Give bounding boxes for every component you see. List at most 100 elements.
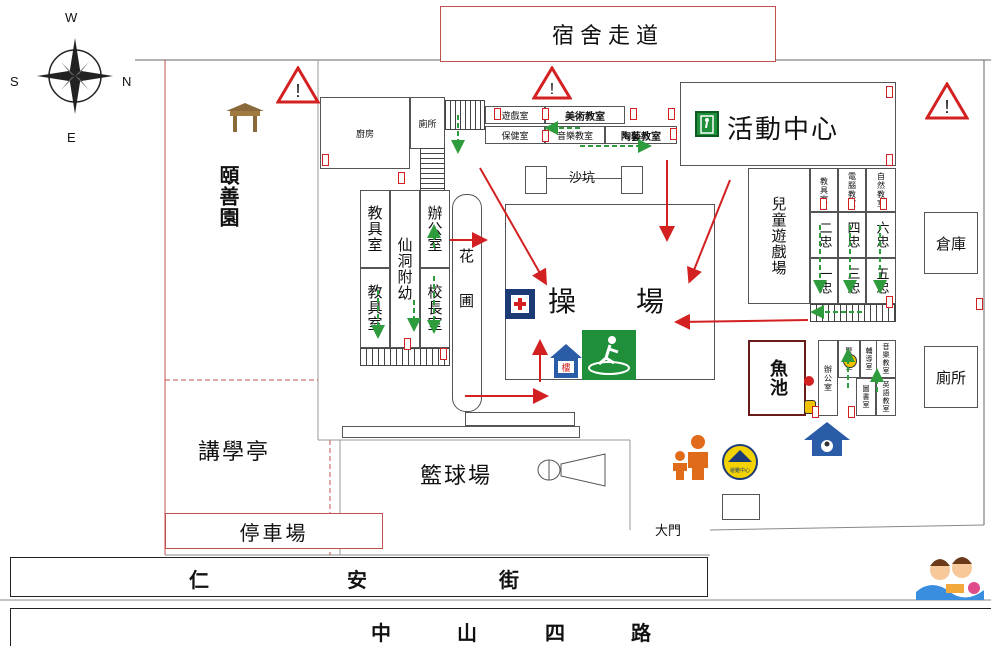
dorm-corridor-label: 宿舍走道 (551, 24, 664, 49)
warehouse[interactable]: 倉庫 (924, 212, 978, 274)
playground-label: 操 場 (548, 285, 681, 318)
room-office-2-label: 辦公室 (823, 364, 833, 392)
room-class-3-label: 三忠 (844, 267, 860, 295)
fish-pond-label: 魚池 (767, 359, 788, 397)
fire-extinguisher-icon (542, 130, 549, 142)
fire-extinguisher-icon (494, 108, 501, 120)
room-class-4-label: 四忠 (844, 221, 860, 249)
room-class-3[interactable]: 三忠 (838, 258, 866, 304)
people-icon (668, 434, 714, 480)
compass: W S N E (10, 8, 140, 145)
street-renan-char: 街 (499, 568, 519, 592)
room-teaching-aids-1[interactable]: 教具室 (360, 190, 390, 268)
room-english[interactable]: 英語教室 (876, 378, 896, 416)
room-class-1[interactable]: 一忠 (810, 258, 838, 304)
room-office[interactable]: 辦公室 (420, 190, 450, 268)
room-music2-label: 音樂教室 (882, 343, 890, 375)
evacuation-point-icon: 樓 (550, 344, 582, 378)
room-class-4[interactable]: 四忠 (838, 212, 866, 258)
room-art[interactable]: 美術教室 (545, 106, 625, 124)
room-library[interactable]: 圖書室 (856, 378, 876, 416)
compass-rose-icon (37, 38, 113, 114)
fire-extinguisher-icon (820, 198, 827, 210)
fire-extinguisher-icon (886, 296, 893, 308)
fire-extinguisher-icon (886, 154, 893, 166)
room-toilet-top-label: 廁所 (418, 119, 437, 130)
room-class-2[interactable]: 二忠 (810, 212, 838, 258)
pavilion-icon (224, 103, 266, 133)
room-office-2[interactable]: 辦公室 (818, 340, 838, 416)
room-toilet-top[interactable]: 廁所 (410, 97, 445, 149)
room-aids-small[interactable]: 教具室 (810, 168, 838, 212)
yishan-garden-label: 頤善園 (216, 165, 240, 228)
fire-extinguisher-icon (848, 198, 855, 210)
parking[interactable]: 停車場 (165, 513, 383, 549)
gate-booth (722, 494, 760, 520)
fire-extinguisher-icon (670, 128, 677, 140)
dorm-corridor: 宿舍走道 (440, 6, 776, 62)
flower-bed (452, 194, 482, 412)
compass-w: W (65, 10, 78, 25)
room-computer-label: 電腦教室 (847, 172, 857, 208)
toilet-right[interactable]: 廁所 (924, 346, 978, 408)
room-aids-small-label: 教具室 (819, 176, 829, 204)
room-class-6[interactable]: 六忠 (866, 212, 896, 258)
fish-pond: 魚池 (748, 340, 806, 416)
room-class-5-label: 五忠 (873, 267, 889, 295)
pavilion-label: 講學亭 (198, 440, 271, 465)
room-ceramic[interactable]: 陶藝教室 (605, 126, 677, 144)
room-kindergarten-label: 仙洞附幼 (395, 237, 414, 301)
room-music[interactable]: 音樂教室 (545, 126, 605, 144)
activity-center[interactable]: 活動中心 (680, 82, 896, 166)
basketball-label: 籃球場 (420, 464, 493, 489)
room-english-label: 英語教室 (882, 381, 890, 413)
fire-extinguisher-icon (404, 338, 411, 350)
walkway (342, 426, 580, 438)
fire-extinguisher-icon (542, 108, 549, 120)
parking-label: 停車場 (239, 520, 309, 545)
svg-text:!: ! (944, 97, 949, 117)
toilet-right-label: 廁所 (935, 368, 966, 387)
warning-triangle-icon: ! (275, 65, 321, 104)
room-class-2-label: 二忠 (816, 221, 832, 249)
room-kitchen[interactable]: 廚房 (320, 97, 410, 169)
fire-extinguisher-icon (848, 406, 855, 418)
first-aid-icon (505, 289, 535, 319)
room-nature-label: 自然教室 (876, 172, 886, 208)
room-principal[interactable]: 校長室 (420, 268, 450, 348)
room-computer[interactable]: 電腦教室 (838, 168, 866, 212)
room-teaching-aids-2-label: 教具室 (365, 284, 384, 332)
emergency-exit-icon (695, 111, 719, 137)
alarm-icon (804, 376, 814, 386)
warehouse-label: 倉庫 (935, 234, 966, 253)
street-zhongshan: 中 山 四 路 (10, 608, 991, 646)
room-health[interactable]: 保健室 (485, 126, 545, 144)
walkway (465, 412, 575, 426)
compass-n: N (122, 74, 132, 89)
warning-triangle-icon: ! (924, 81, 970, 120)
sandpit: 沙坑 (525, 166, 643, 194)
room-teaching-aids-2[interactable]: 教具室 (360, 268, 390, 348)
room-kitchen-label: 廚房 (355, 129, 374, 140)
room-nature[interactable]: 自然教室 (866, 168, 896, 212)
fire-extinguisher-icon (880, 198, 887, 210)
room-art-label: 美術教室 (565, 111, 605, 123)
fire-extinguisher-icon (322, 154, 329, 166)
svg-text:樓: 樓 (561, 362, 570, 374)
stairs (445, 100, 485, 130)
room-health-label: 保健室 (501, 131, 529, 142)
kids-mascot-icon (912, 548, 988, 604)
street-renan-char: 仁 (189, 568, 209, 592)
kids-playground[interactable]: 兒童遊戲場 (748, 168, 810, 304)
fire-extinguisher-icon (886, 86, 893, 98)
stairs (810, 304, 896, 322)
street-zhongshan-char: 山 (457, 621, 477, 645)
room-office-label: 辦公室 (425, 205, 444, 253)
room-music2[interactable]: 音樂教室 (876, 340, 896, 378)
room-playroom-label: 遊戲室 (501, 111, 529, 122)
kids-playground-label: 兒童遊戲場 (769, 196, 788, 276)
flower-bed-label: 花圃 (457, 248, 475, 338)
room-kindergarten[interactable]: 仙洞附幼 (390, 190, 420, 348)
emergency-exit-icon (582, 330, 636, 380)
room-music-label: 音樂教室 (556, 131, 593, 142)
